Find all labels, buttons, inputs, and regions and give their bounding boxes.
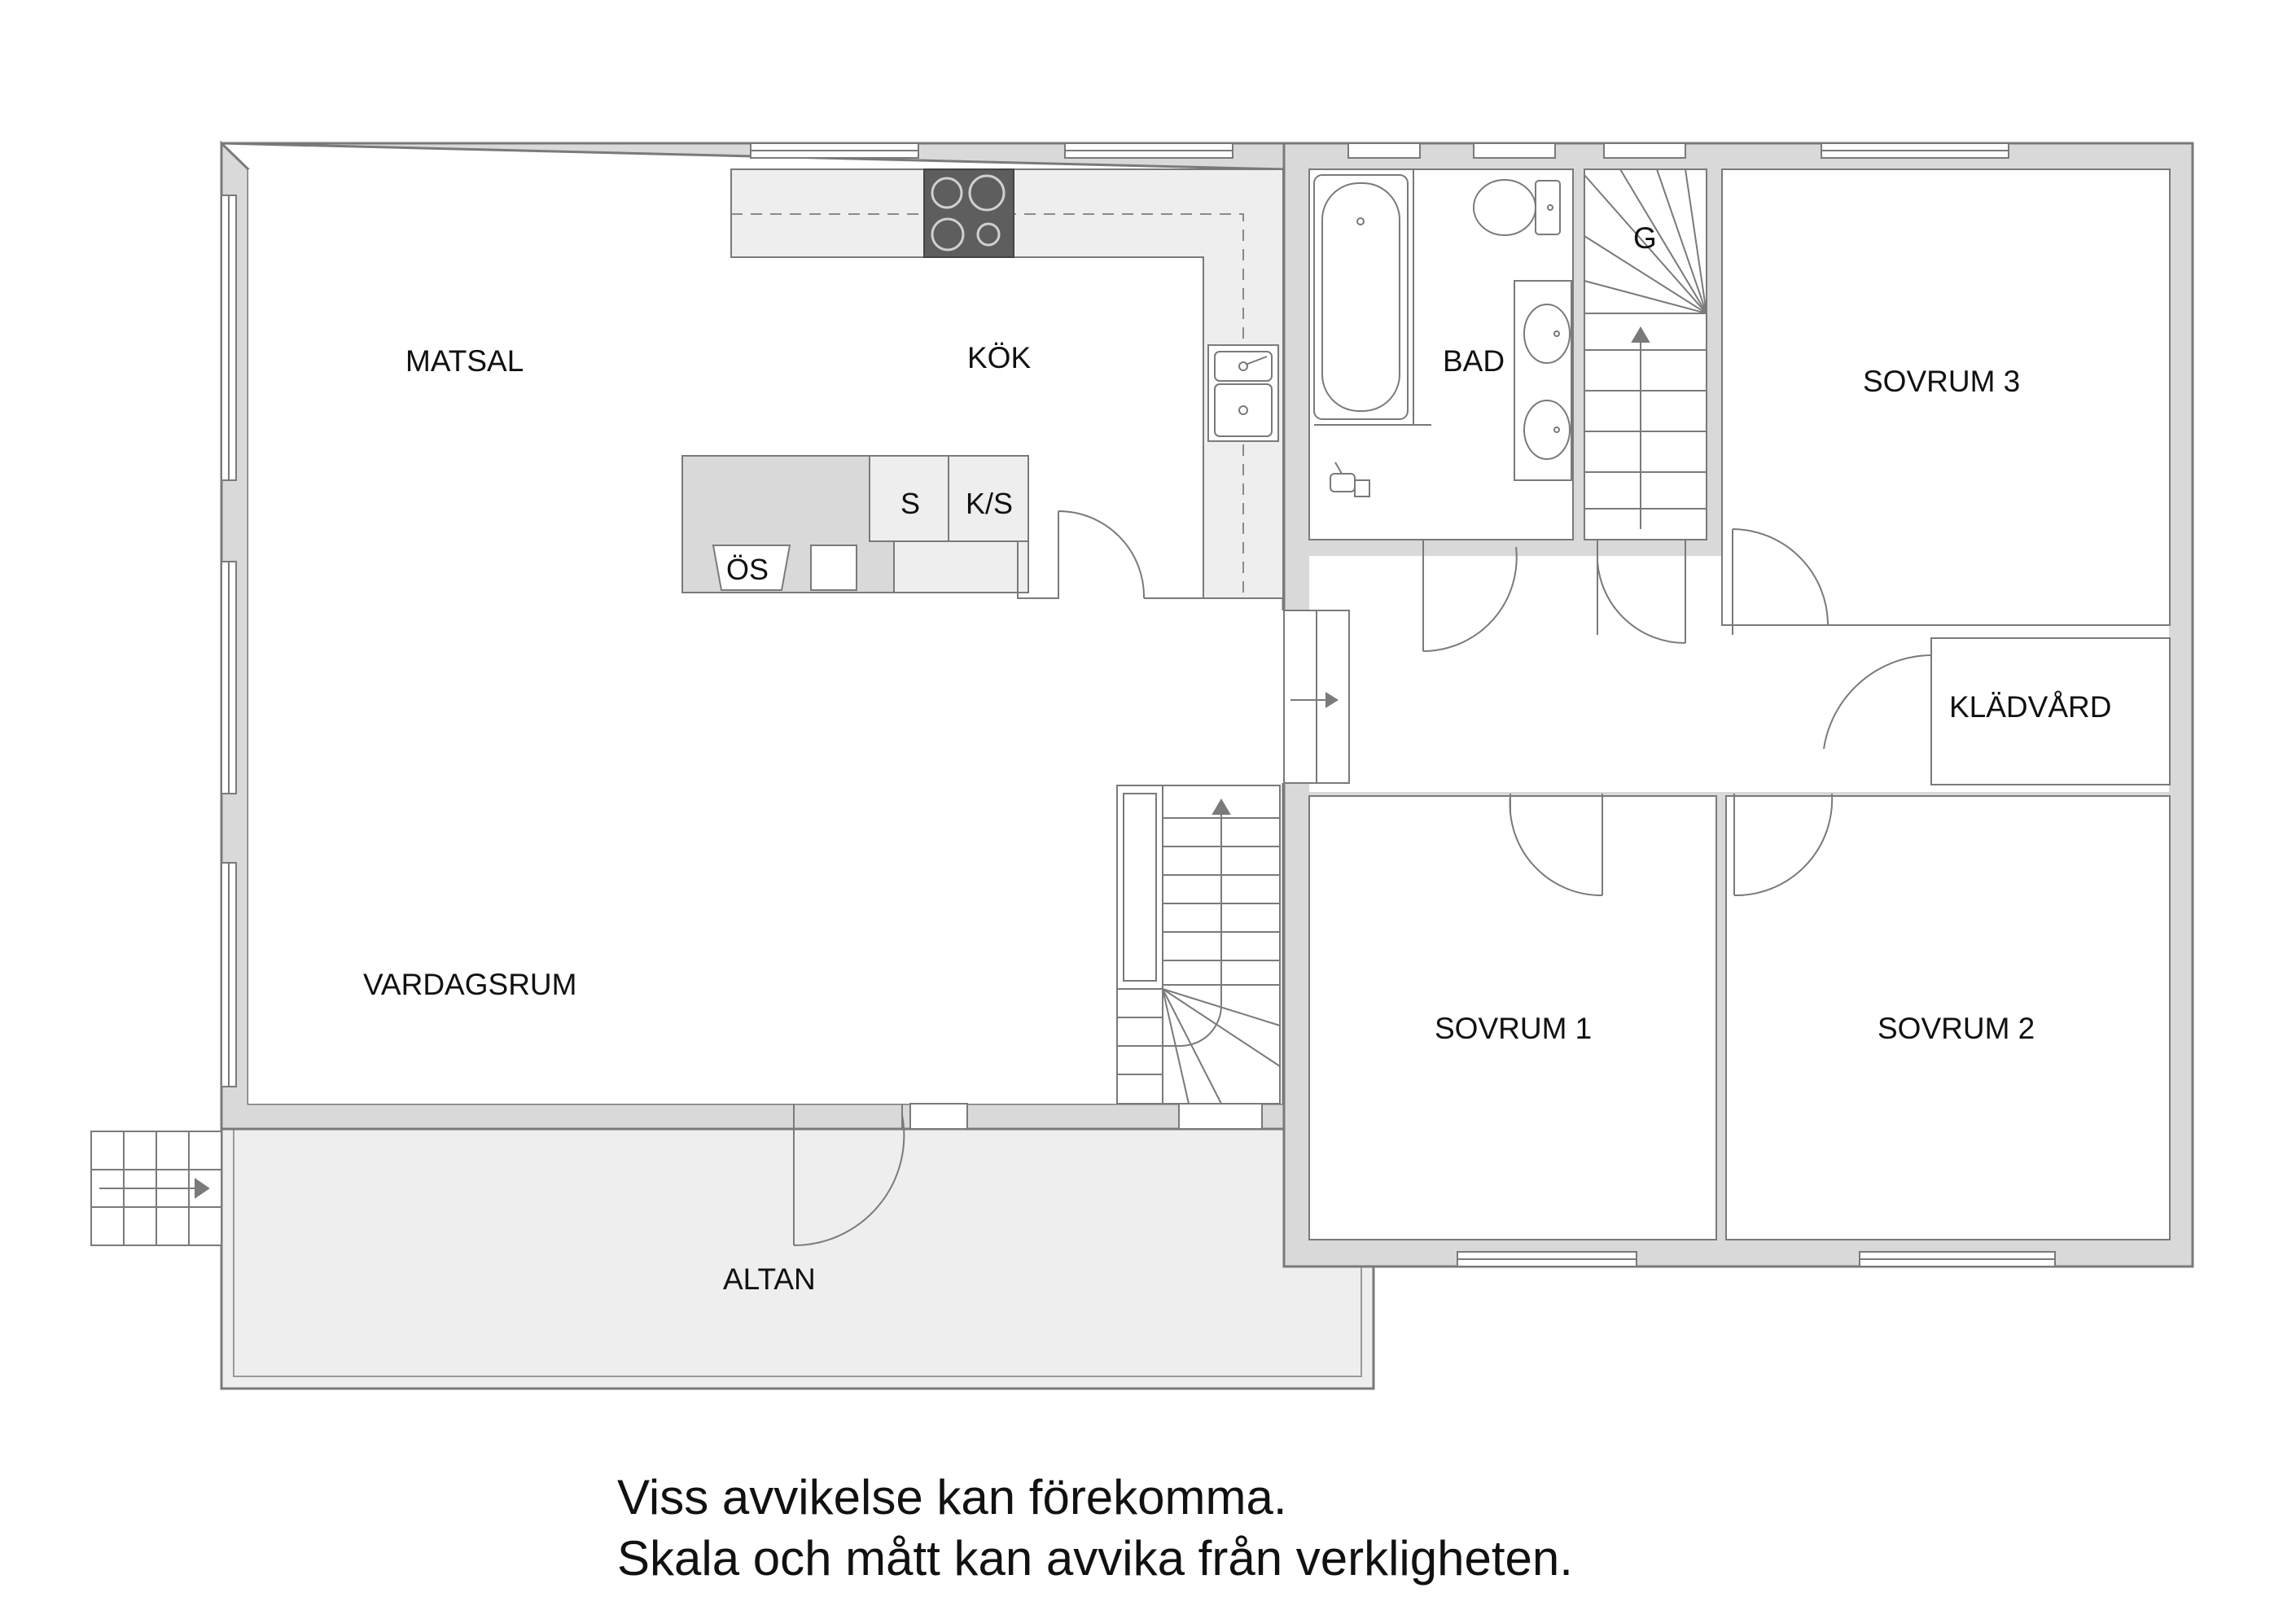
fixture-label-ks: K/S: [966, 487, 1013, 520]
room-label-sovrum2: SOVRUM 2: [1878, 1012, 2035, 1045]
walls: [220, 140, 2194, 1268]
terrace: [220, 1126, 1375, 1390]
kitchen-door: [1017, 510, 1203, 599]
fixture-label-s: S: [900, 487, 920, 520]
toilet-icon: [1473, 179, 1561, 236]
lower-stair: [1116, 785, 1281, 1105]
room-label-kladvard: KLÄDVÅRD: [1949, 690, 2111, 724]
windows: [221, 142, 2056, 1267]
room-label-sovrum3: SOVRUM 3: [1863, 365, 2020, 398]
disclaimer-line-2: Skala och mått kan avvika från verklighe…: [617, 1531, 1573, 1586]
room-label-vardagsrum: VARDAGSRUM: [363, 968, 576, 1001]
shower-tap-icon: [1330, 462, 1370, 497]
disclaimer-line-1: Viss avvikelse kan förekomma.: [617, 1470, 1287, 1525]
kitchen-island: [681, 455, 1029, 593]
washbasin-icon: [1514, 280, 1572, 481]
room-label-kok: KÖK: [967, 341, 1031, 374]
room-label-altan: ALTAN: [723, 1262, 816, 1296]
stove-icon: [923, 168, 1014, 258]
doors: [793, 528, 1932, 1247]
room-label-garderob: G: [1633, 221, 1657, 255]
room-label-bad: BAD: [1443, 344, 1505, 378]
hall-arrow-icon: [1290, 692, 1339, 708]
fixture-label-os: ÖS: [726, 553, 769, 586]
sink-icon: [1207, 344, 1279, 442]
upper-stair: [1584, 168, 1707, 529]
outdoor-steps: [90, 1131, 222, 1246]
room-label-matsal: MATSAL: [405, 344, 524, 378]
bathtub-icon: [1313, 169, 1431, 426]
room-label-sovrum1: SOVRUM 1: [1435, 1012, 1592, 1045]
